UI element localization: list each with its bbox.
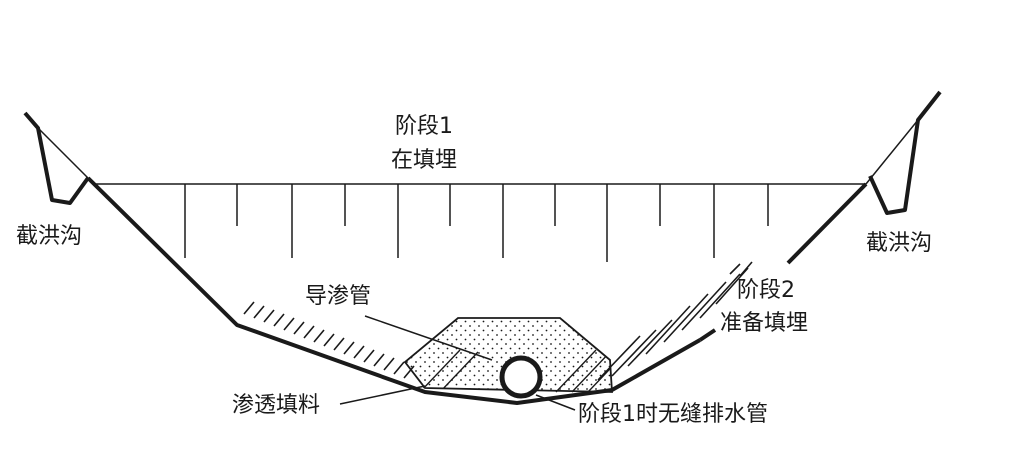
- label-ditch-left: 截洪沟: [16, 224, 83, 249]
- label-leachate-pipe: 导渗管: [305, 284, 372, 309]
- label-seamless-pipe: 阶段1时无缝排水管: [578, 402, 768, 427]
- leader-permeable-fill: [339, 385, 426, 405]
- excavation-profile-left: [86, 176, 701, 405]
- seamless-drain-pipe-icon: [499, 355, 543, 399]
- right-liner-hatching: [597, 261, 753, 381]
- leader-seamless-pipe: [535, 394, 576, 411]
- label-stage1-line2: 在填埋: [391, 148, 458, 173]
- right-ditch-outline: [868, 90, 942, 215]
- stage1-fill-ticks: [184, 184, 769, 262]
- label-permeable-fill: 渗透填料: [232, 393, 321, 418]
- gravel-body-hatching: [419, 349, 612, 393]
- label-stage2-line1: 阶段2: [737, 278, 795, 303]
- excavation-profile-right-lower: [698, 328, 717, 342]
- left-ditch-outline: [23, 111, 90, 205]
- left-ditch-inner-line: [37, 127, 91, 181]
- label-stage1-line1: 阶段1: [395, 114, 453, 139]
- label-ditch-right: 截洪沟: [866, 231, 933, 256]
- left-liner-hatching: [243, 301, 415, 379]
- label-stage2-line2: 准备填埋: [720, 311, 809, 336]
- excavation-profile-right-upper: [786, 182, 868, 265]
- right-ditch-inner-line: [865, 119, 919, 185]
- leader-leachate-pipe: [364, 315, 493, 361]
